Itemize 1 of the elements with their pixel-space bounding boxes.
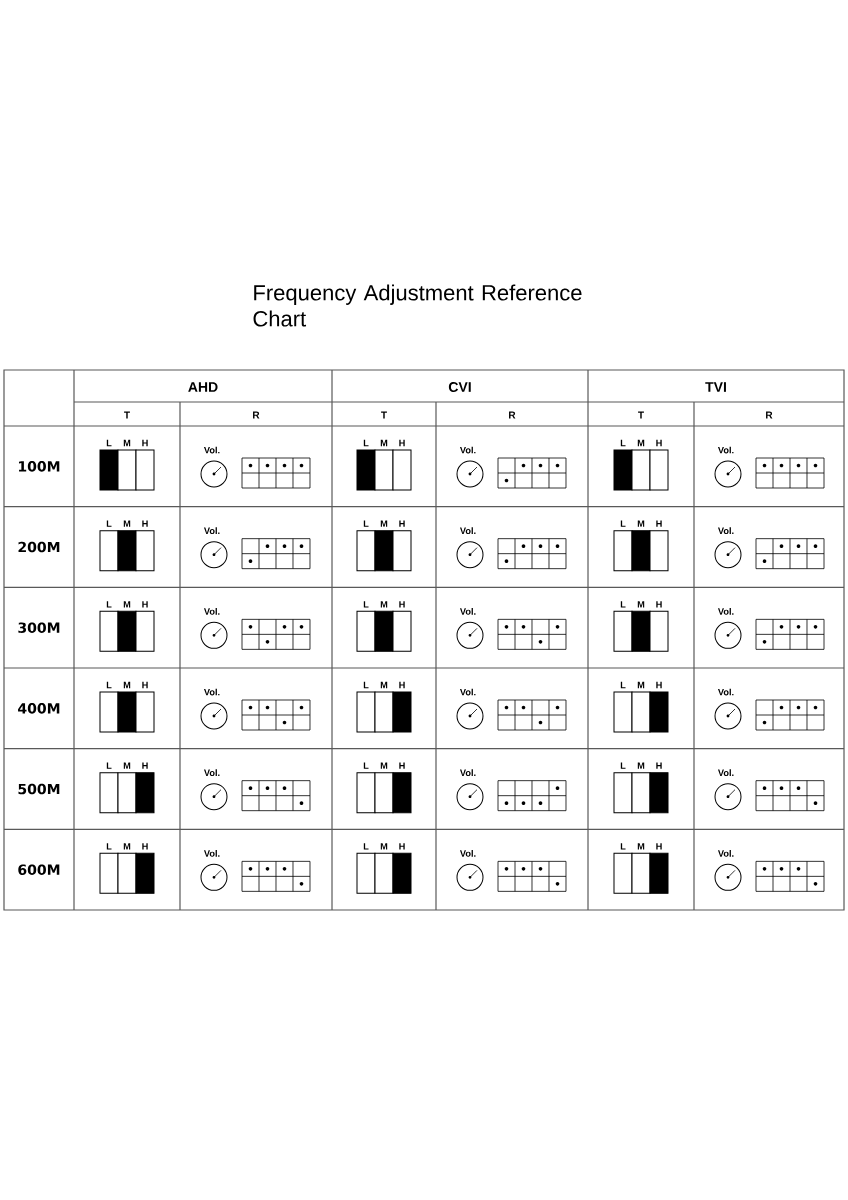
chart-title: Frequency Adjustment Reference Chart: [253, 284, 582, 327]
